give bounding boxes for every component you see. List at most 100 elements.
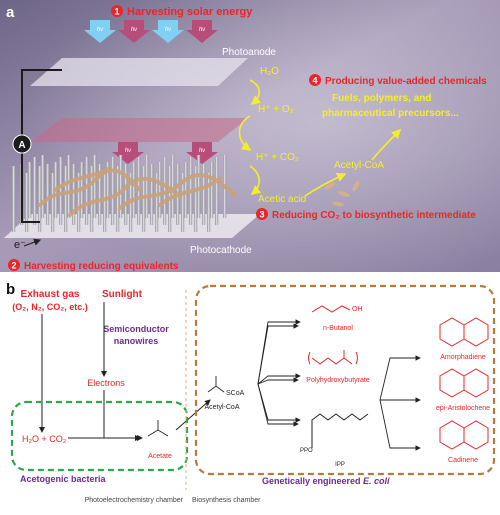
ecoli-label: Genetically engineered E. coli (262, 476, 390, 486)
nanowire (12, 166, 16, 232)
co2-reduction-arrow (249, 165, 262, 196)
bacteria-strands (38, 166, 237, 217)
ring (439, 368, 465, 398)
h2o-co2-label: H₂O + CO₂ (22, 434, 67, 444)
step2-text: Harvesting reducing equivalents (24, 261, 179, 272)
phb-pathway-arrow-2 (257, 377, 299, 385)
exhaust-gas-label: Exhaust gas (21, 289, 80, 300)
acetate-label: Acetate (148, 453, 172, 460)
cadinene-structure (439, 420, 489, 450)
nanowire (41, 155, 45, 218)
nanowire (77, 173, 81, 232)
photon-label: hν (165, 27, 171, 33)
step1-badge (111, 5, 123, 17)
nanowires-label: nanowires (114, 336, 159, 346)
butanol-label: n-Butanol (323, 325, 353, 332)
phb-label: Polyhydroxybutyrate (306, 377, 370, 384)
ring (463, 368, 489, 398)
nanowire (67, 155, 71, 218)
nanowire (28, 162, 32, 218)
ipp-pathway-arrow-2 (257, 383, 299, 427)
nanowire (158, 162, 162, 218)
bacteria-strand (38, 168, 142, 207)
nanowire (215, 157, 219, 225)
left-flow-arrows (39, 302, 211, 441)
nanowire (25, 173, 29, 232)
photon-arrow-pink-2: hν (186, 20, 218, 43)
membrane-plate (30, 118, 248, 142)
nanowire (33, 157, 37, 225)
exhaust-gas-composition: (O₂, N₂, CO₂, etc.) (12, 302, 88, 312)
panel-a: a 1 Harvesting solar energy hν hν hν hν (0, 0, 500, 272)
cadinene-label: Cadinene (448, 457, 478, 464)
photon-label: hν (199, 148, 205, 154)
bacteria-strand (158, 176, 222, 207)
electrons-arrow (103, 390, 143, 441)
photon-arrow-blue-2: hν (152, 20, 184, 43)
photon-arrow-pink-3: hν (112, 142, 144, 164)
nanowire (184, 162, 188, 218)
photon-arrows-lower: hν hν (112, 142, 218, 164)
ring (439, 420, 465, 450)
ring (463, 420, 489, 450)
h-o2-label: H⁺ + O₂ (258, 104, 294, 115)
photon-arrow-shape (186, 142, 218, 164)
bacteria-strand (53, 166, 112, 192)
acetylcoa-bonds (207, 385, 225, 393)
acetate-bonds (147, 429, 169, 437)
bacterium-icon (324, 182, 336, 190)
chamber-left-label: Photoelectrochemistry chamber (85, 497, 184, 504)
ring (463, 317, 489, 347)
nanowire (90, 166, 94, 232)
phb-pathway-arrow (257, 373, 301, 385)
panel-b: b Exhaust gas (O₂, N₂, CO₂, etc.) Sunlig… (6, 281, 496, 504)
nanowire (202, 164, 206, 225)
butanol-structure (311, 305, 351, 313)
photocathode-label: Photocathode (190, 245, 252, 256)
nanowire (64, 166, 68, 232)
semiconductor-label: Semiconductor (103, 324, 169, 334)
ecoli-prefix: Genetically engineered (262, 476, 363, 486)
proton-transfer-arrow (238, 115, 252, 151)
nanowire (116, 166, 120, 232)
acetate-structure (147, 420, 169, 437)
acetate-to-acetylcoa-arrow (304, 172, 347, 197)
photon-arrow-pink-1: hν (118, 20, 150, 43)
bacterium-icon (352, 180, 360, 192)
photon-arrow-shape (84, 20, 116, 43)
step4-badge (309, 74, 321, 86)
step1-number: 1 (114, 7, 119, 17)
step2-badge (8, 259, 20, 271)
products-line2: pharmaceutical precursors... (322, 108, 459, 119)
ammeter-label: A (18, 140, 25, 151)
free-bacteria (324, 180, 360, 207)
butanol-pathway-arrow (257, 319, 301, 385)
electron-arrow (23, 238, 42, 247)
phb-chain (311, 357, 353, 365)
nanowire (207, 173, 211, 232)
amorphadiene-label: Amorphadiene (440, 354, 486, 361)
butanol-oh: OH (352, 306, 363, 313)
ipp-pathway-arrow (257, 383, 301, 423)
ecoli-name: E. coli (363, 476, 390, 486)
step2-number: 2 (11, 261, 16, 271)
nanowire (93, 155, 97, 218)
step3-number: 3 (259, 210, 264, 220)
aristolochene-structure (439, 368, 489, 398)
pathway-arrows (257, 319, 421, 451)
acetogenic-bacteria-label: Acetogenic bacteria (20, 474, 107, 484)
bacterium-icon (338, 191, 350, 197)
ipp-structure (311, 413, 369, 448)
photon-arrows: hν hν hν hν (84, 20, 218, 43)
h-co2-label: H⁺ + CO₂ (256, 152, 299, 163)
nanowire (132, 162, 136, 218)
acetylcoa-to-products-arrow (371, 128, 402, 161)
biosynthesis-chamber-box (194, 284, 496, 476)
nanowire (181, 173, 185, 232)
ipp-chain (311, 413, 369, 448)
butanol-chain (311, 305, 351, 313)
ipp-label: IPP (335, 462, 345, 468)
reaction-arrows (238, 79, 402, 197)
